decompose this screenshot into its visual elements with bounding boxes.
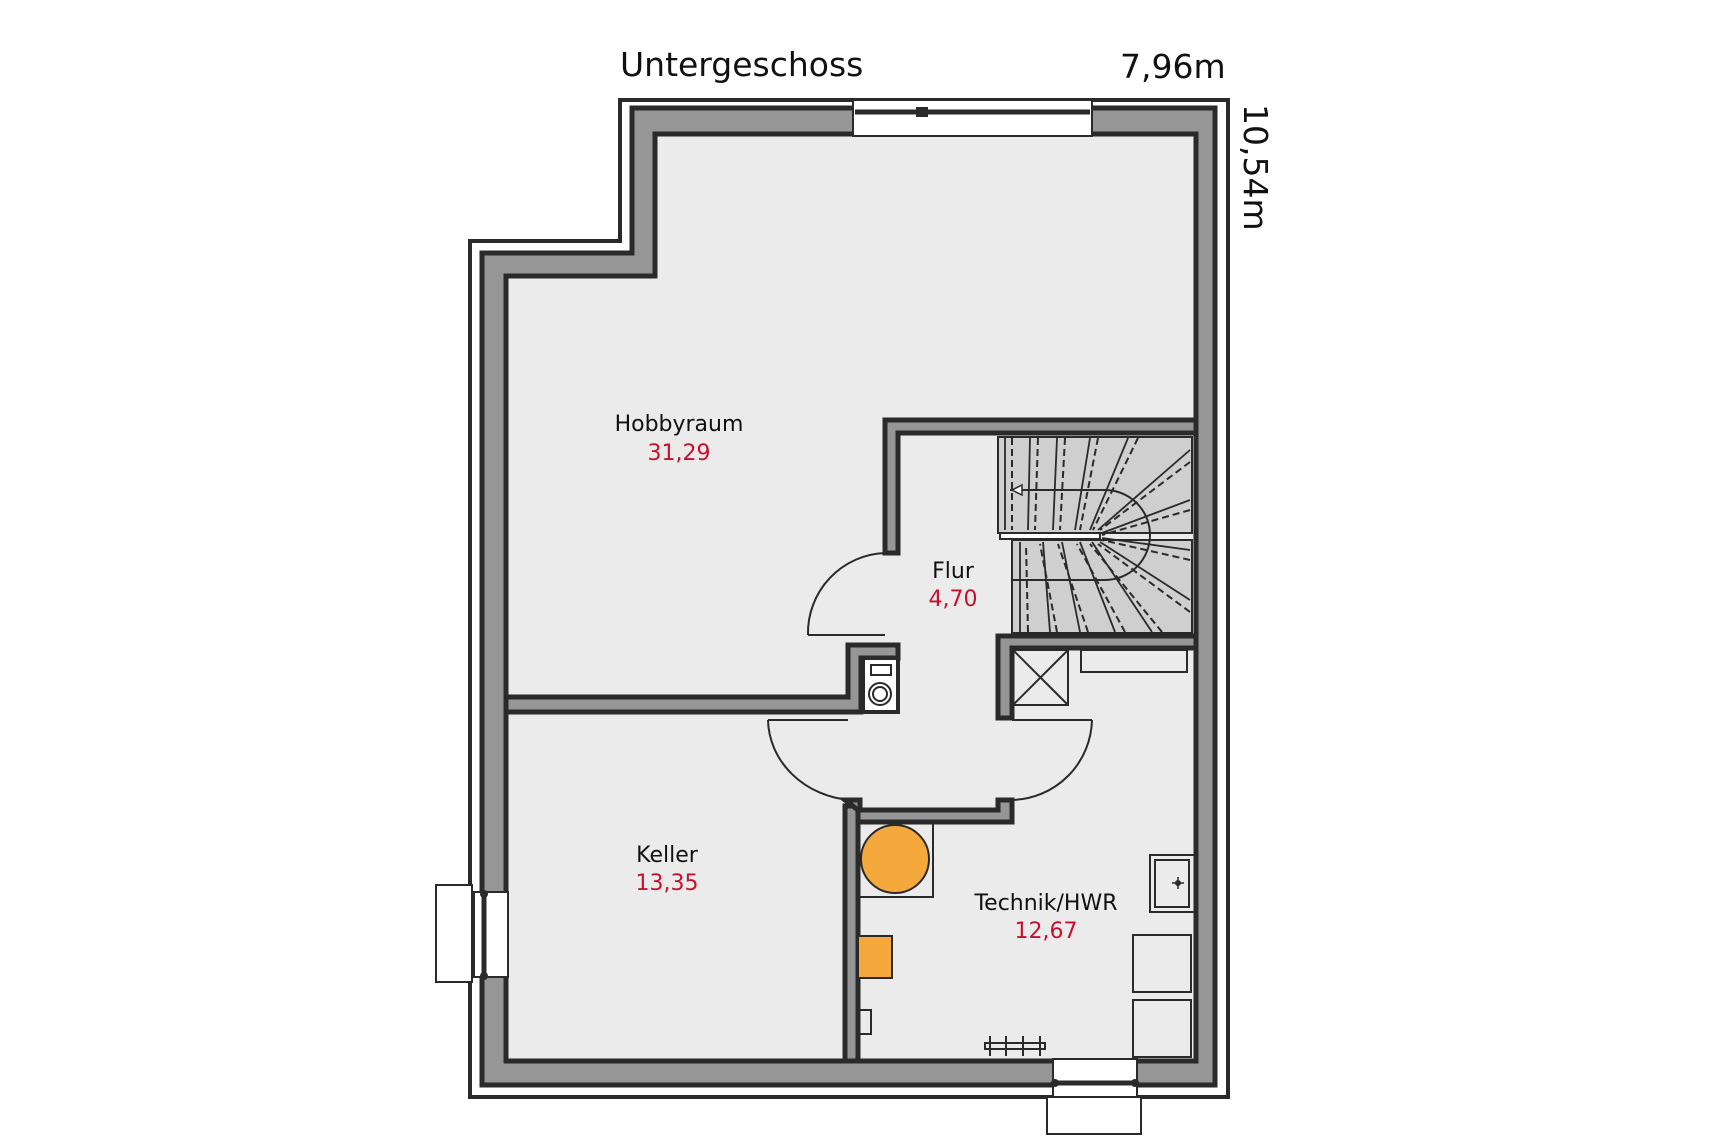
width-dimension: 7,96m	[1120, 47, 1226, 86]
door-hobbyraum[interactable]	[806, 552, 886, 636]
counter	[1080, 649, 1188, 673]
heating-unit-icon	[857, 935, 893, 979]
interior-wall-stair-technik	[995, 633, 1199, 721]
interior-wall-keller-technik	[842, 803, 861, 1064]
interior-floor	[503, 131, 1199, 1064]
room-label-technik: Technik/HWR	[973, 891, 1117, 916]
room-area-keller: 13,35	[636, 871, 699, 896]
room-area-flur: 4,70	[929, 587, 978, 612]
shaft-icon	[1012, 649, 1069, 706]
room-area-technik: 12,67	[1015, 919, 1078, 944]
outer-outline	[468, 98, 1230, 1099]
door-technik[interactable]	[1011, 719, 1093, 801]
appliance-lower	[1132, 999, 1192, 1058]
window-left	[435, 884, 509, 983]
window-top	[852, 99, 1093, 137]
plan-title: Untergeschoss	[620, 45, 863, 84]
room-label-keller: Keller	[636, 843, 699, 868]
room-label-hobbyraum: Hobbyraum	[615, 412, 744, 437]
heat-tank-icon	[857, 821, 934, 898]
door-keller[interactable]	[767, 719, 851, 801]
sink-icon	[1149, 854, 1197, 913]
appliance-upper	[1132, 934, 1192, 993]
radiator-icon	[984, 1036, 1046, 1056]
staircase	[997, 436, 1193, 634]
room-area-hobbyraum: 31,29	[648, 441, 711, 466]
interior-wall-flur-bottom	[837, 797, 1015, 825]
meter-box	[857, 1009, 872, 1035]
room-label-flur: Flur	[932, 559, 975, 584]
washing-machine-icon	[861, 656, 900, 714]
window-bottom	[1046, 1058, 1142, 1135]
depth-dimension: 10,54m	[1236, 104, 1275, 231]
